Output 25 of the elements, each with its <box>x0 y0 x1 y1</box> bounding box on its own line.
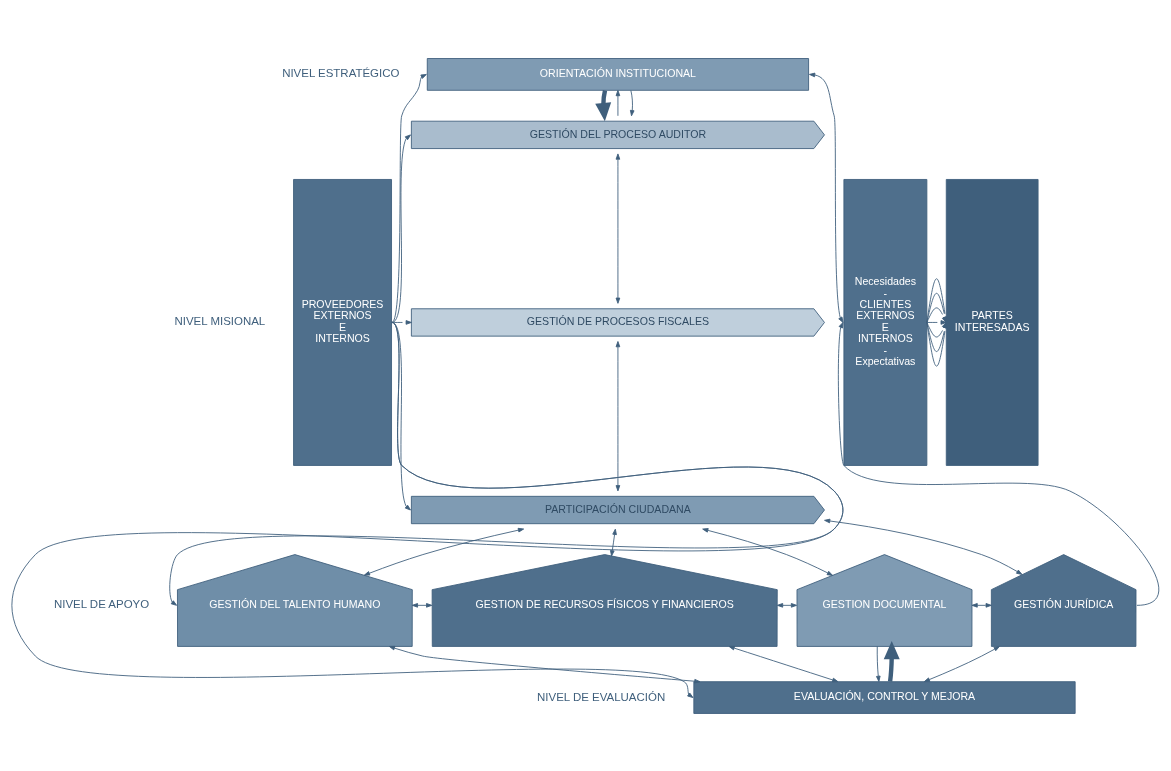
arrow <box>971 602 992 608</box>
arrow <box>610 528 617 556</box>
arrow <box>388 645 701 684</box>
node-box: PROVEEDORES EXTERNOS E INTERNOS <box>293 178 392 466</box>
arrow <box>923 645 1000 682</box>
label: NIVEL ESTRATÉGICO <box>282 66 400 79</box>
label: NIVEL DE APOYO <box>53 597 150 610</box>
label: NIVEL MISIONAL <box>174 314 266 327</box>
arrow <box>411 602 433 608</box>
arrow <box>876 645 881 682</box>
arrow <box>926 319 947 325</box>
arrow <box>629 89 635 116</box>
arrow <box>728 645 839 682</box>
arrow <box>809 72 844 323</box>
arrow <box>824 518 1023 575</box>
arrow <box>702 527 833 576</box>
arrow <box>363 527 525 576</box>
label: NIVEL DE EVALUACIÓN <box>537 690 666 703</box>
arrow <box>883 640 900 682</box>
arrow <box>615 89 621 116</box>
node-box: Necesidades - CLIENTES EXTERNOS E INTERNOS - Expectativas <box>843 178 928 466</box>
arrow <box>776 602 798 608</box>
arrow <box>615 153 621 304</box>
node-box: ORIENTACIÓN INSTITUCIONAL <box>426 57 810 91</box>
arrow <box>615 340 621 491</box>
